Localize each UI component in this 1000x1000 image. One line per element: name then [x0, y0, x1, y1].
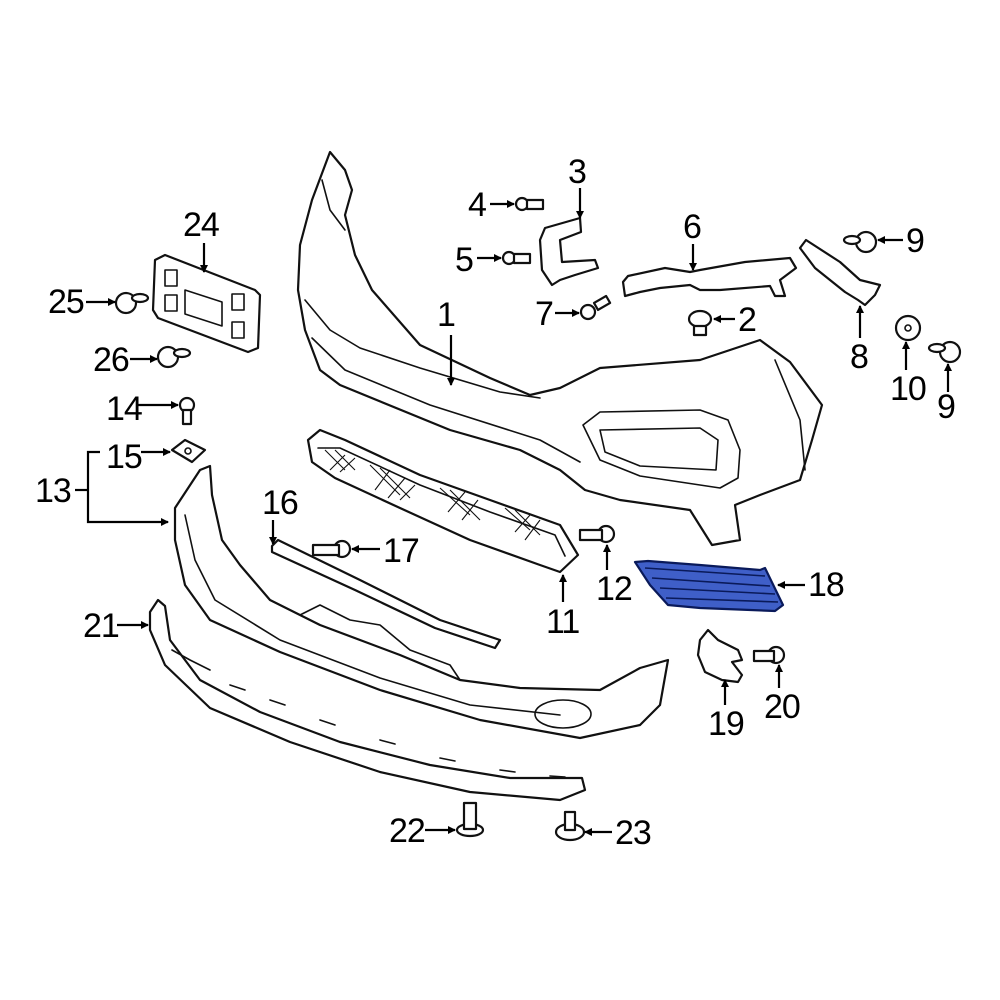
- callout-18[interactable]: 18: [808, 566, 845, 604]
- part-9-clip-top: [842, 230, 878, 254]
- callout-6[interactable]: 6: [683, 208, 702, 246]
- callout-5[interactable]: 5: [455, 241, 474, 279]
- part-19-clip: [696, 628, 744, 684]
- callout-10[interactable]: 10: [890, 370, 927, 408]
- part-4-bolt: [514, 196, 545, 212]
- callout-17[interactable]: 17: [383, 532, 420, 570]
- part-11-grille[interactable]: [306, 428, 580, 574]
- callout-8[interactable]: 8: [850, 338, 869, 376]
- part-26-clip: [156, 345, 192, 369]
- callout-19[interactable]: 19: [708, 705, 745, 743]
- callout-25[interactable]: 25: [48, 283, 85, 321]
- part-9-clip-right: [927, 340, 962, 364]
- callout-26[interactable]: 26: [93, 341, 130, 379]
- callout-21[interactable]: 21: [83, 607, 120, 645]
- callout-13[interactable]: 13: [35, 472, 72, 510]
- callout-9-right[interactable]: 9: [937, 388, 956, 426]
- callout-9-top[interactable]: 9: [906, 222, 925, 260]
- callout-24[interactable]: 24: [183, 206, 220, 244]
- part-6-support-beam[interactable]: [621, 256, 798, 298]
- part-2-clip: [687, 309, 713, 337]
- part-1-bumper-cover[interactable]: [296, 150, 824, 547]
- callout-3[interactable]: 3: [568, 153, 587, 191]
- fasteners: [114, 196, 962, 842]
- callout-11[interactable]: 11: [546, 603, 580, 641]
- part-7-bolt: [579, 294, 612, 321]
- part-10-grommet: [894, 314, 922, 342]
- part-16-molding-strip[interactable]: [270, 538, 502, 650]
- part-18-grille-insert[interactable]: [633, 559, 785, 613]
- leader-lines: [75, 188, 952, 836]
- callout-2[interactable]: 2: [738, 301, 757, 339]
- part-25-clip: [114, 291, 150, 315]
- part-22-bolt: [455, 801, 485, 838]
- callout-1[interactable]: 1: [437, 296, 456, 334]
- callout-14[interactable]: 14: [106, 390, 143, 428]
- part-20-bolt: [752, 645, 786, 665]
- callout-23[interactable]: 23: [615, 814, 652, 852]
- callout-4[interactable]: 4: [468, 186, 487, 224]
- part-15-nut: [170, 438, 207, 464]
- callout-15[interactable]: 15: [106, 438, 143, 476]
- callout-16[interactable]: 16: [262, 484, 299, 522]
- part-3-bracket[interactable]: [538, 216, 600, 287]
- part-24-license-plate-bracket[interactable]: [151, 253, 262, 354]
- callout-22[interactable]: 22: [389, 812, 426, 850]
- part-13-lower-cover[interactable]: [173, 464, 670, 740]
- part-12-bolt: [578, 524, 616, 544]
- callout-20[interactable]: 20: [764, 688, 801, 726]
- part-5-bolt: [501, 250, 532, 266]
- callout-7[interactable]: 7: [535, 295, 554, 333]
- part-8-bracket[interactable]: [798, 238, 882, 307]
- callout-12[interactable]: 12: [596, 570, 633, 608]
- part-23-clip: [554, 810, 586, 842]
- part-21-lower-spoiler[interactable]: [148, 598, 587, 802]
- part-14-bolt: [178, 396, 196, 426]
- part-17-bolt: [311, 539, 352, 559]
